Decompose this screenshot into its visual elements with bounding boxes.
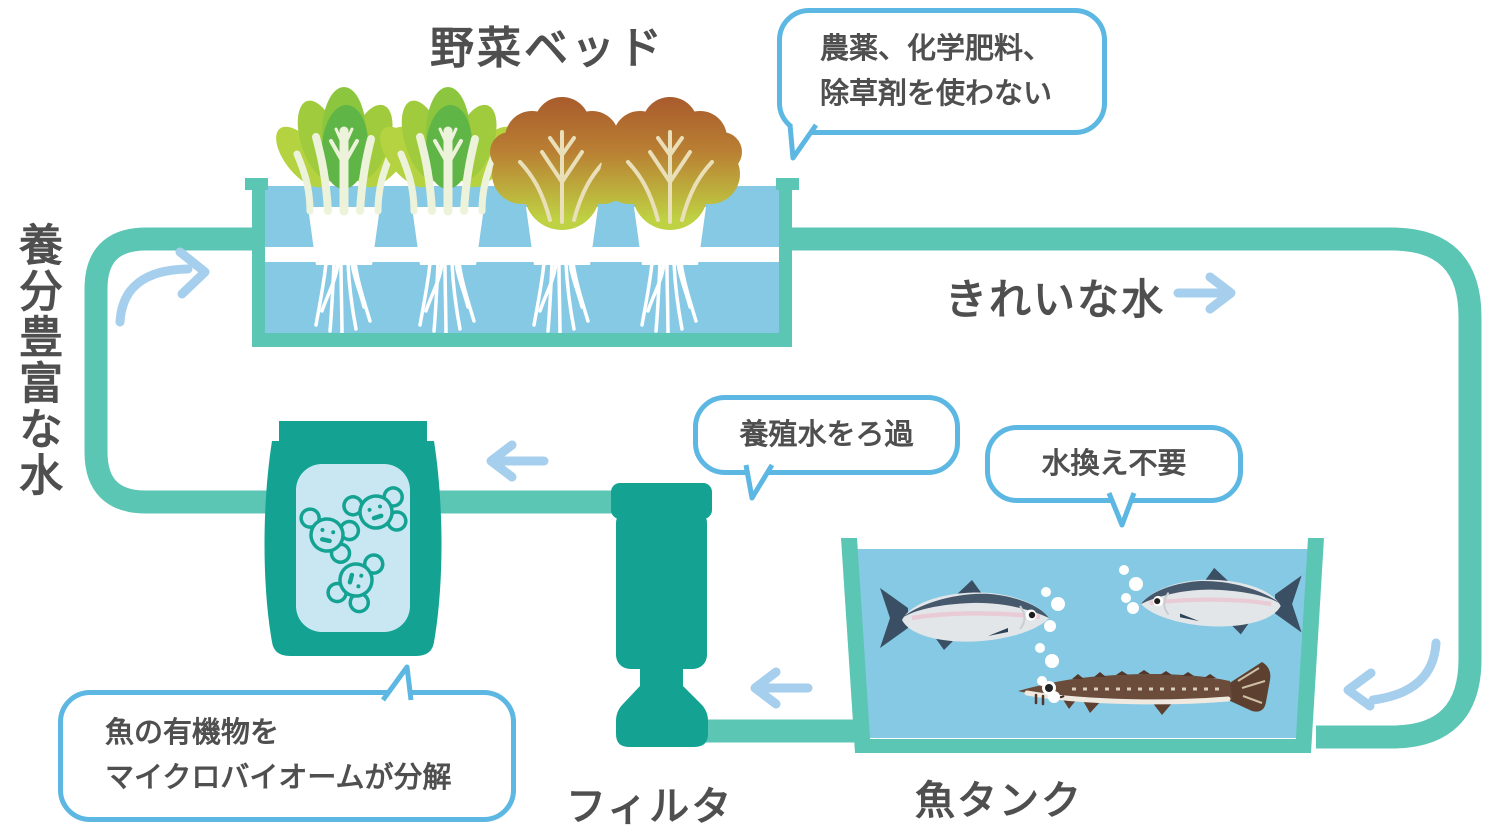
nutrient-rich-water-label: 養分豊富な水 [12,222,61,498]
fish-tank [841,538,1324,753]
bubble-line: 農薬、化学肥料、 [820,32,1053,65]
pot-icon [412,207,484,265]
left-arrow-icon [750,667,813,709]
clean-water-label: きれいな水 [945,276,1166,323]
pot-icon [308,207,380,265]
right-arrow-icon [1173,272,1236,314]
bubble-line: 水換え不要 [1041,447,1187,480]
microbiome-bag-icon [264,421,442,656]
vegetable-bed-label: 野菜ベッド [430,24,665,73]
filtration-bubble: 養殖水をろ過 [693,395,960,501]
water-bubbles-icon [1035,565,1143,703]
flow-arrows [115,247,1441,711]
bubble-tail [1106,492,1137,528]
curved-left-arrow-icon [1343,638,1441,711]
bubble-line: 魚の有機物を [105,717,280,750]
tank-walls [841,538,1324,753]
filter-icon [611,483,712,747]
curved-right-arrow-icon [115,247,210,327]
bubble-tail [380,664,414,702]
microbiome-bubble: 魚の有機物を マイクロバイオームが分解 [58,664,516,822]
no-chemicals-bubble: 農薬、化学肥料、 除草剤を使わない [777,8,1107,161]
bed-walls [245,178,799,347]
fish-tank-label: 魚タンク [915,779,1083,823]
bubble-tail [787,123,819,161]
no-water-change-bubble: 水換え不要 [985,425,1243,528]
bubble-line: マイクロバイオームが分解 [105,762,452,794]
left-arrow-icon [486,440,549,482]
pipe-right-loop [786,227,1482,749]
bubble-line: 除草剤を使わない [820,77,1053,110]
bubble-line: 養殖水をろ過 [739,418,914,451]
vegetable-bed [245,87,799,347]
bubble-tail [743,463,775,501]
filter-label: フィルタ [566,785,734,826]
pipe-left-loop [84,227,620,514]
tank-water [856,549,1310,738]
